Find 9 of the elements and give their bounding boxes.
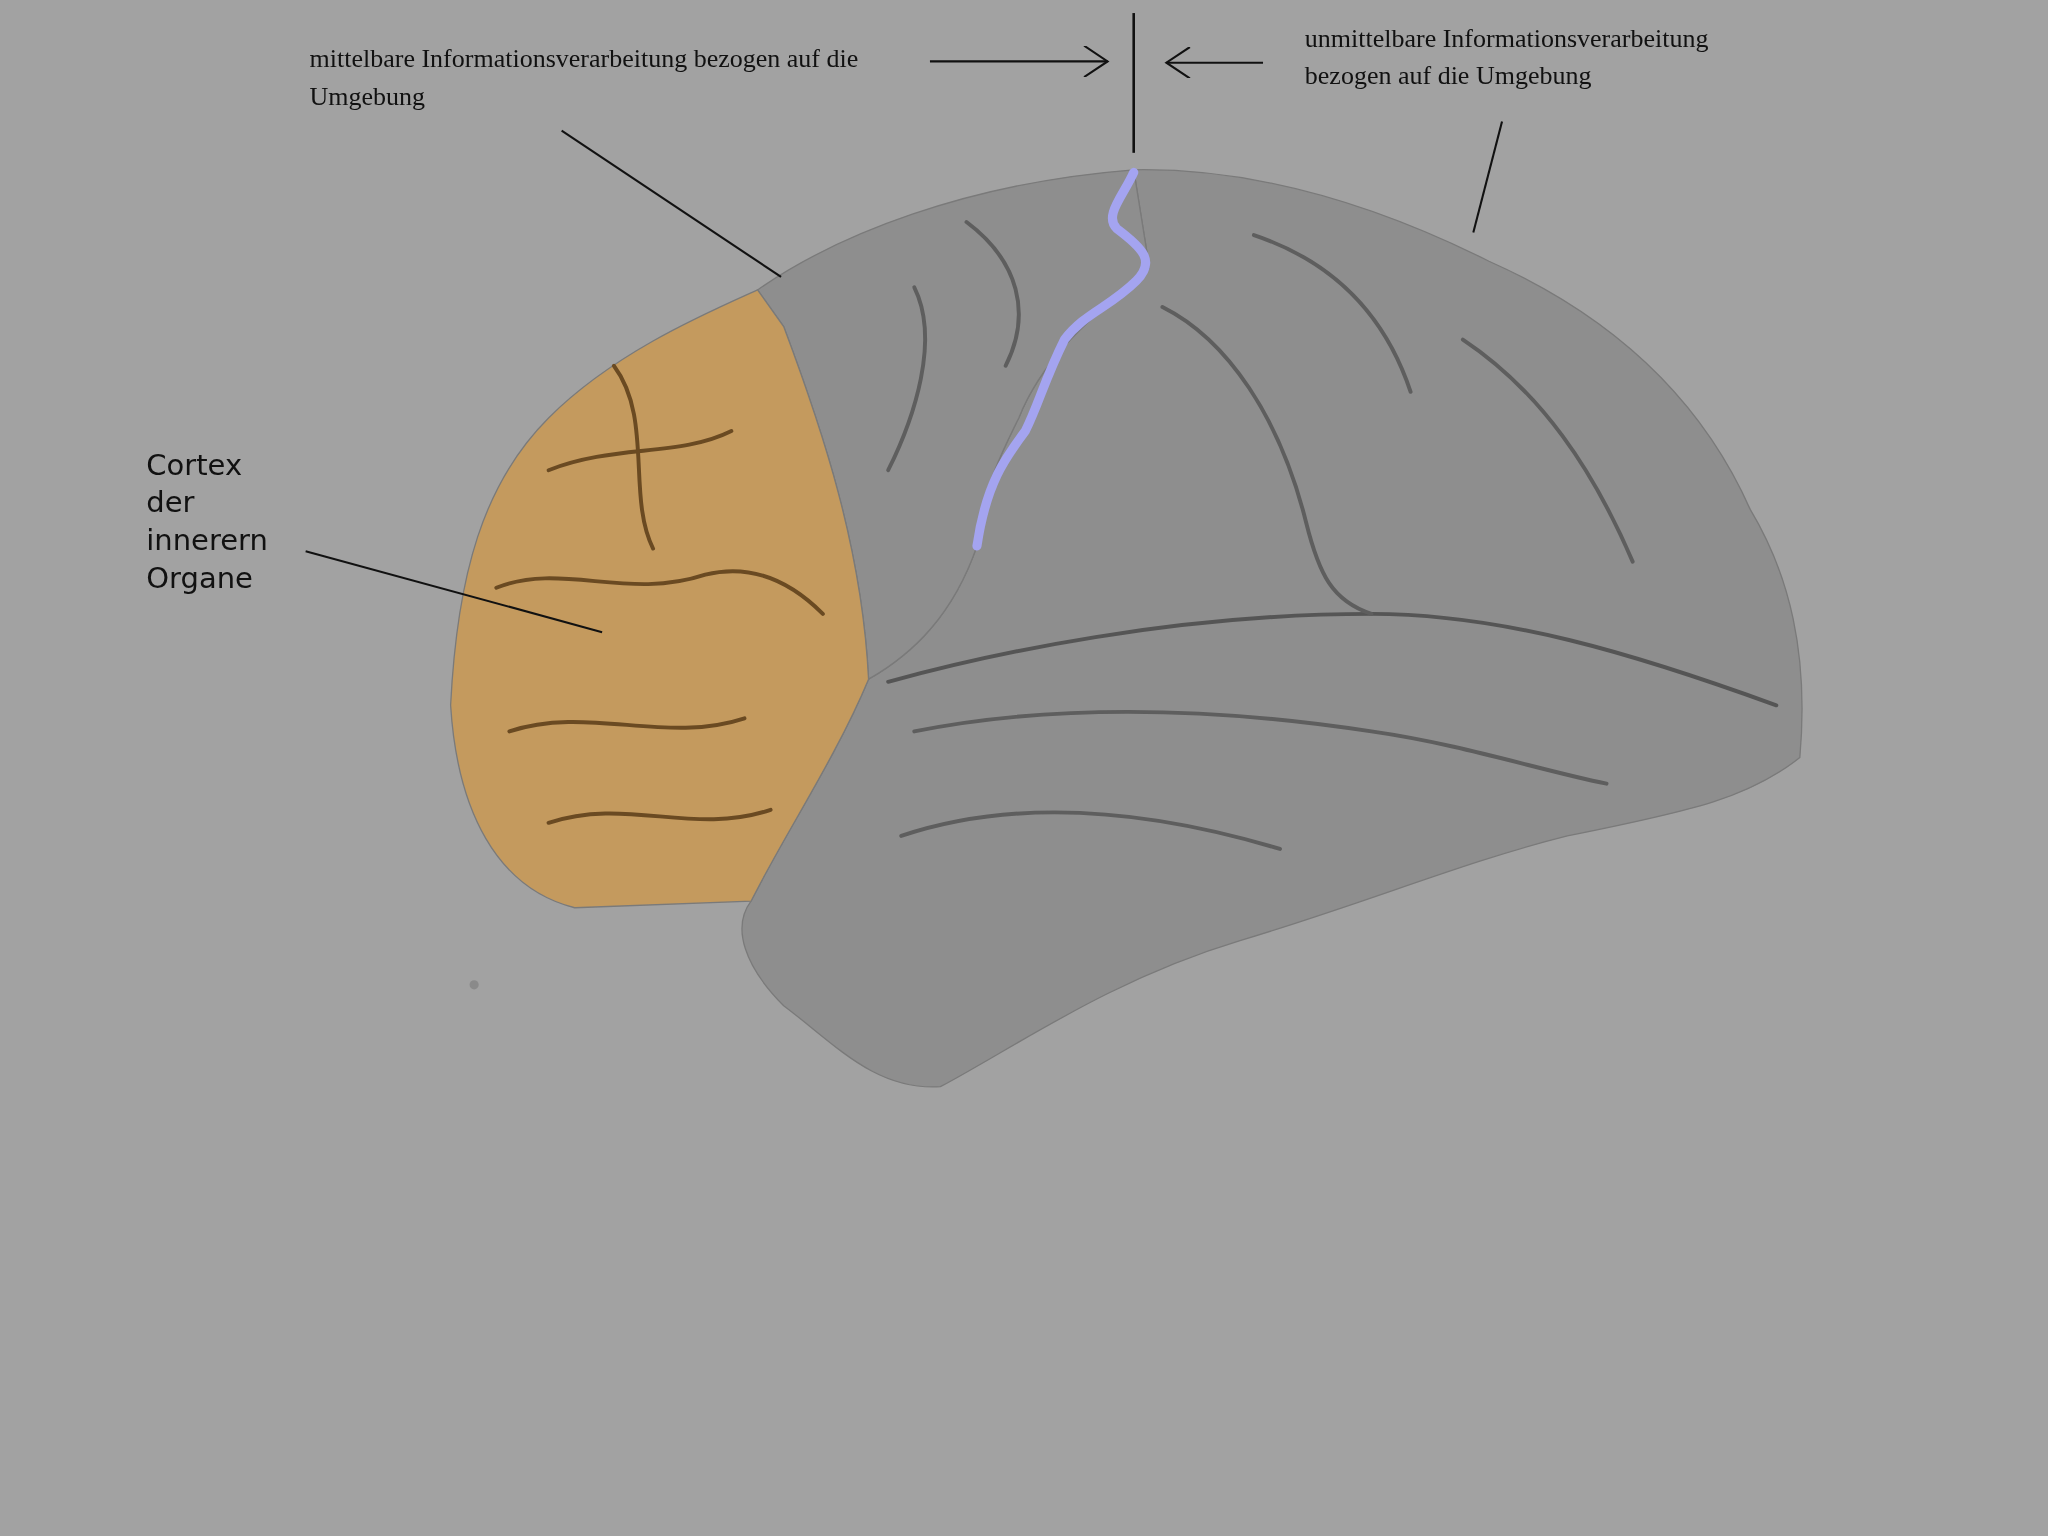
callout-text: Cortex der innerern Organe [146, 446, 293, 598]
brain-region [449, 289, 870, 909]
brain-region [756, 167, 1151, 680]
leader-line [305, 550, 603, 634]
leader-line [1472, 121, 1504, 233]
callout-text: unmittelbare Informationsverarbeitung bezogen auf die Umgebung [1304, 19, 1802, 95]
leader-line [561, 129, 782, 278]
brain-region [741, 169, 1803, 1088]
callout-text: mittelbare Informationsverarbeitung bezogen auf die Umgebung [309, 40, 869, 116]
